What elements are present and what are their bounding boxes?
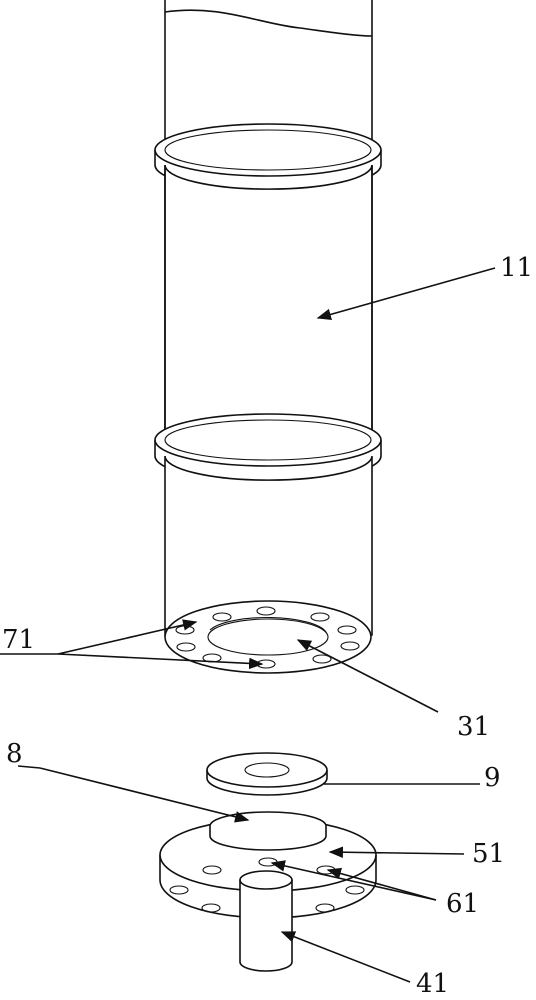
label-71: 71 [2,625,35,655]
middle-body [164,164,373,441]
washer [206,752,328,796]
label-11: 11 [500,253,533,283]
leader-lines [0,267,496,983]
shaft [239,870,293,972]
upper-tube [164,0,373,150]
reference-numerals: 11 71 31 8 9 51 61 41 [2,253,533,999]
bottom-flange-face [164,600,372,674]
label-31: 31 [457,712,490,742]
lower-body [164,455,373,636]
label-51: 51 [472,839,505,869]
label-9: 9 [484,763,501,793]
label-61: 61 [446,889,479,919]
label-8: 8 [6,739,23,769]
label-41: 41 [416,969,449,999]
